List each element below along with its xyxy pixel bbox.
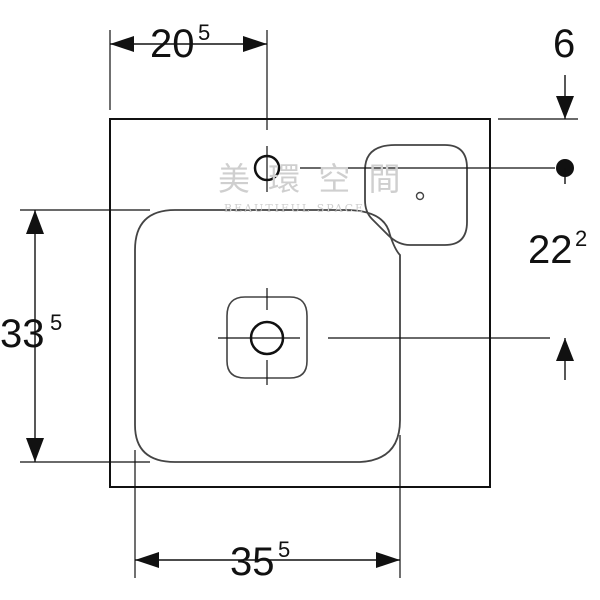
dim-right-height-sup: 2 <box>575 226 587 251</box>
dim-left-height-sup: 5 <box>50 310 62 335</box>
dimension-left-height: 33 5 <box>0 210 62 462</box>
dimension-bottom-width: 35 5 <box>135 537 400 584</box>
svg-text:5: 5 <box>50 310 62 335</box>
dim-top-right-main: 6 <box>553 22 575 66</box>
svg-text:33: 33 <box>0 312 45 356</box>
svg-text:6: 6 <box>553 22 575 66</box>
overflow-hole <box>415 191 425 201</box>
svg-text:22: 22 <box>528 228 573 272</box>
dimension-top-right: 6 <box>553 22 575 184</box>
svg-text:美 環 空 間: 美 環 空 間 <box>218 160 405 198</box>
svg-text:20: 20 <box>150 22 195 66</box>
inner-bowl <box>134 209 401 463</box>
soap-shelf <box>364 144 468 246</box>
drain-outer <box>226 296 308 379</box>
watermark: 美 環 空 間 BEAUTIFUL SPACE <box>218 160 405 215</box>
dim-bottom-width-main: 35 <box>230 540 275 584</box>
svg-text:5: 5 <box>278 537 290 562</box>
svg-text:BEAUTIFUL SPACE: BEAUTIFUL SPACE <box>224 202 365 215</box>
basin-outline <box>109 118 491 488</box>
watermark-chinese: 美 環 空 間 <box>218 160 405 198</box>
dimension-right-height: 22 2 <box>528 226 587 380</box>
dim-top-width-main: 20 <box>150 22 195 66</box>
center-lines <box>218 30 555 385</box>
extension-lines <box>20 30 578 578</box>
dim-right-height-main: 22 <box>528 228 573 272</box>
svg-text:35: 35 <box>230 540 275 584</box>
dimension-top-width: 20 5 <box>110 20 267 66</box>
dim-bottom-width-sup: 5 <box>278 537 290 562</box>
dim-left-height-main: 33 <box>0 312 45 356</box>
svg-text:5: 5 <box>198 20 210 45</box>
dim-top-width-sup: 5 <box>198 20 210 45</box>
watermark-english: BEAUTIFUL SPACE <box>224 202 365 215</box>
svg-text:2: 2 <box>575 226 587 251</box>
